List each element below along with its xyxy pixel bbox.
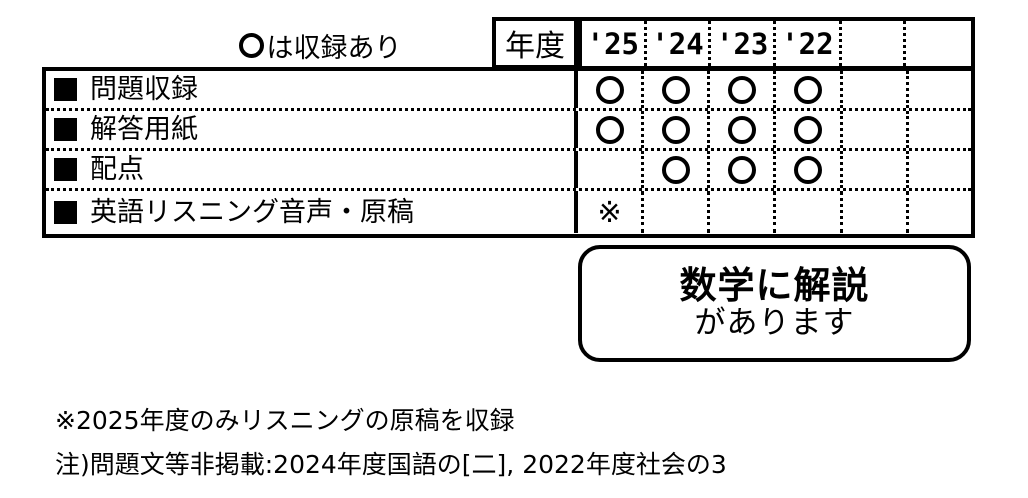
cell-problems-2022	[776, 71, 843, 108]
circle-mark-icon	[794, 115, 822, 144]
circle-mark-icon	[595, 115, 624, 144]
filled-square-icon	[54, 200, 77, 224]
cell-score-allocation-2024	[644, 151, 710, 188]
row-cells	[578, 111, 975, 148]
cell-answer-sheet-2023	[710, 111, 776, 148]
circle-mark-icon	[794, 155, 822, 184]
circle-mark-icon	[727, 115, 756, 144]
circle-mark-icon	[727, 155, 756, 184]
year-columns-header: '25 '24 '23 '22	[578, 17, 975, 69]
circle-mark-icon	[727, 75, 756, 104]
row-label-text: 英語リスニング音声・原稿	[90, 196, 414, 228]
legend-caption: は収録あり	[150, 28, 490, 64]
cell-answer-sheet-2022	[776, 111, 843, 148]
cell-answer-sheet-blank-2	[909, 111, 975, 148]
filled-square-icon	[54, 158, 77, 181]
filled-square-icon	[54, 118, 77, 141]
cell-answer-sheet-blank-1	[843, 111, 909, 148]
contents-table: 問題収録 解答用紙	[42, 67, 975, 238]
cell-problems-blank-2	[909, 71, 975, 108]
circle-mark-icon	[794, 75, 822, 104]
year-column-header-2023: '23	[711, 21, 777, 66]
table-row: 解答用紙	[46, 111, 971, 151]
row-label-text: 配点	[90, 154, 144, 185]
math-explanation-line1: 数学に解説	[679, 263, 870, 307]
row-cells	[578, 151, 975, 188]
footnote-omitted-texts: 注)問題文等非掲載:2024年度国語の[二], 2022年度社会の3	[55, 450, 727, 479]
cell-score-allocation-2023	[710, 151, 776, 188]
cell-english-listening-2022	[776, 191, 843, 233]
math-explanation-line2: があります	[694, 305, 855, 342]
year-column-header-2024: '24	[647, 21, 712, 66]
table-row: 配点	[46, 151, 971, 191]
year-column-header-blank-1	[842, 21, 907, 66]
year-column-header-2022: '22	[776, 21, 842, 66]
cell-score-allocation-2025	[578, 151, 644, 188]
year-header-cell: 年度	[492, 17, 578, 69]
table-row: 英語リスニング音声・原稿 ※	[46, 191, 971, 233]
cell-problems-2023	[710, 71, 776, 108]
circle-outline-icon	[238, 32, 264, 58]
cell-problems-2025	[578, 71, 644, 108]
row-label-english-listening: 英語リスニング音声・原稿	[46, 191, 578, 233]
row-label-score-allocation: 配点	[46, 151, 578, 188]
footnote-listening: ※2025年度のみリスニングの原稿を収録	[55, 406, 515, 435]
math-explanation-note: 数学に解説 があります	[578, 245, 971, 362]
circle-mark-icon	[661, 115, 690, 144]
legend-caption-text: は収録あり	[266, 32, 402, 64]
row-cells: ※	[578, 191, 975, 233]
cell-english-listening-blank-1	[843, 191, 909, 233]
circle-mark-icon	[661, 75, 690, 104]
cell-score-allocation-blank-1	[843, 151, 909, 188]
cell-english-listening-2025: ※	[578, 191, 644, 233]
cell-english-listening-2024	[644, 191, 710, 233]
table-row: 問題収録	[46, 71, 971, 111]
reference-mark-icon: ※	[597, 194, 622, 229]
cell-problems-2024	[644, 71, 710, 108]
cell-answer-sheet-2025	[578, 111, 644, 148]
year-header-label: 年度	[505, 29, 565, 64]
cell-score-allocation-2022	[776, 151, 843, 188]
cell-score-allocation-blank-2	[909, 151, 975, 188]
cell-answer-sheet-2024	[644, 111, 710, 148]
row-cells	[578, 71, 975, 108]
year-column-header-2025: '25	[582, 21, 647, 66]
row-label-text: 解答用紙	[90, 114, 198, 145]
cell-problems-blank-1	[843, 71, 909, 108]
year-column-header-blank-2	[906, 21, 971, 66]
cell-english-listening-2023	[710, 191, 776, 233]
row-label-answer-sheet: 解答用紙	[46, 111, 578, 148]
filled-square-icon	[54, 78, 77, 101]
cell-english-listening-blank-2	[909, 191, 975, 233]
circle-mark-icon	[595, 75, 624, 104]
row-label-problems: 問題収録	[46, 71, 578, 108]
row-label-text: 問題収録	[90, 74, 198, 105]
circle-mark-icon	[661, 155, 690, 184]
